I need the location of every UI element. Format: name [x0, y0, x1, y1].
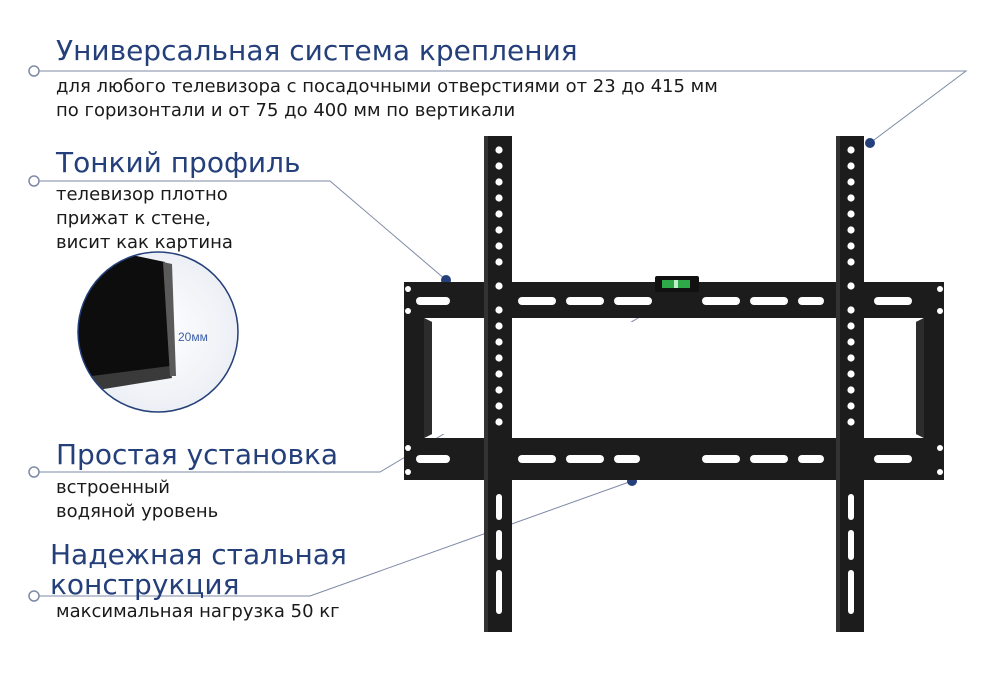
vertical-arm-left	[484, 136, 512, 632]
leader-line-steel	[34, 480, 633, 597]
label-dot-steel	[28, 590, 40, 602]
feature-desc-profile: телевизор плотно прижат к стене, висит к…	[56, 184, 233, 253]
leader-lines	[34, 70, 968, 597]
feature-desc-install: встроенный водяной уровень	[56, 477, 219, 522]
label-dots	[28, 65, 40, 602]
rail-slots-top	[405, 286, 943, 314]
feature-title-install: Простая установка	[56, 438, 339, 471]
vertical-arm-right	[836, 136, 864, 632]
label-dot-install	[28, 466, 40, 478]
leader-line-universal	[34, 70, 968, 144]
label-dot-universal	[28, 65, 40, 77]
feature-title-profile: Тонкий профиль	[56, 146, 301, 179]
profile-thickness-label: 20мм	[178, 330, 208, 344]
feature-desc-steel: максимальная нагрузка 50 кг	[56, 601, 340, 622]
label-dot-profile	[28, 175, 40, 187]
wall-mount-bracket	[404, 136, 944, 632]
feature-desc-universal: для любого телевизора с посадочными отве…	[56, 76, 718, 121]
feature-title-universal: Универсальная система крепления	[56, 34, 578, 67]
feature-title-steel: Надежная стальная конструкция	[50, 538, 347, 601]
target-dot-universal	[865, 138, 875, 148]
rail-slots-bottom	[405, 445, 943, 475]
spirit-level	[655, 276, 699, 292]
leader-line-profile	[34, 180, 447, 281]
profile-closeup	[77, 251, 239, 413]
